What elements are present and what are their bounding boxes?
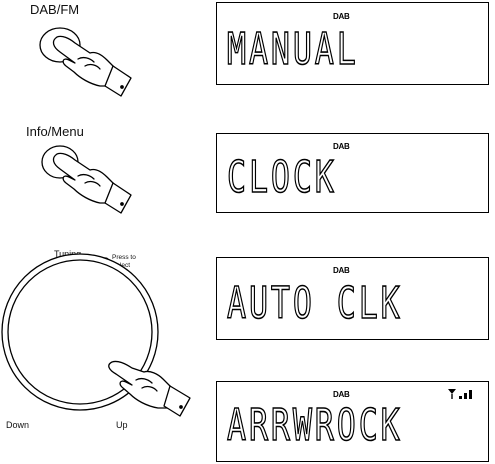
dab-indicator: DAB [333,142,349,151]
lcd-display-arrwrock: DAB ARRWROCK [216,381,489,462]
lcd-display-clock: DAB CLOCK [216,133,489,213]
up-label: Up [116,420,128,430]
down-label: Down [6,420,29,430]
hand-pointer-icon [53,153,131,213]
signal-strength-icon [447,388,475,400]
dab-indicator: DAB [333,266,349,275]
lcd-text: AUTO CLK [227,282,403,326]
lcd-text: CLOCK [227,156,337,200]
lcd-display-auto-clk: DAB AUTO CLK [216,257,489,340]
dab-indicator: DAB [333,390,349,399]
lcd-text: MANUAL [227,28,359,72]
lcd-text: ARRWROCK [227,404,403,448]
dab-indicator: DAB [333,12,349,21]
dab-fm-button-illustration [0,0,170,120]
tuning-dial-illustration [0,260,200,420]
hand-pointer-icon [53,36,131,96]
info-menu-button-illustration [0,120,170,230]
lcd-display-manual: DAB MANUAL [216,2,489,85]
